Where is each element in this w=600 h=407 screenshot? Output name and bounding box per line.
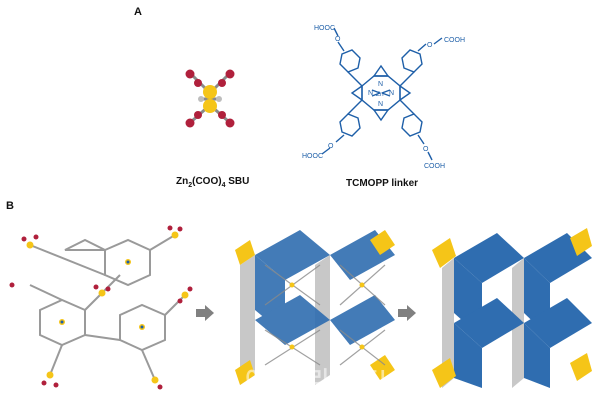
linker-label-zn: Zn: [376, 91, 384, 98]
linker-label-o-br: O: [423, 146, 429, 153]
watermark: 이데일리 비즈니스: [245, 367, 423, 392]
linker-label-hooc-top: HOOC: [314, 25, 335, 32]
linker-label-n-right: N: [389, 90, 394, 97]
panel-a-letter: A: [134, 6, 142, 18]
ball-stick-framework: [9, 225, 193, 390]
polyhedra-framework: [432, 228, 592, 388]
linker-label-cooh-top: COOH: [444, 37, 465, 44]
linker-caption: TCMOPP linker: [346, 178, 419, 189]
panel-b-letter: B: [6, 200, 14, 212]
sbu-cluster: [185, 69, 235, 128]
linker-label-cooh-bottom: COOH: [424, 163, 445, 170]
linker-label-o-tr: O: [427, 42, 433, 49]
sbu-caption: Zn2(COO)4 SBU: [176, 176, 250, 189]
linker-label-o-tl: O: [335, 36, 341, 43]
linker-label-o-bl: O: [328, 143, 334, 150]
overlay-framework: [235, 230, 395, 385]
linker-label-n-top: N: [378, 81, 383, 88]
linker-label-n-left: N: [368, 90, 373, 97]
linker-label-hooc-bottom: HOOC: [302, 153, 323, 160]
arrow-right-icon: [398, 305, 416, 321]
tcmopp-linker-structure: HOOC COOH HOOC COOH O O O O N N N N Zn: [302, 25, 465, 170]
linker-label-n-bottom: N: [378, 101, 383, 108]
arrow-right-icon: [196, 305, 214, 321]
